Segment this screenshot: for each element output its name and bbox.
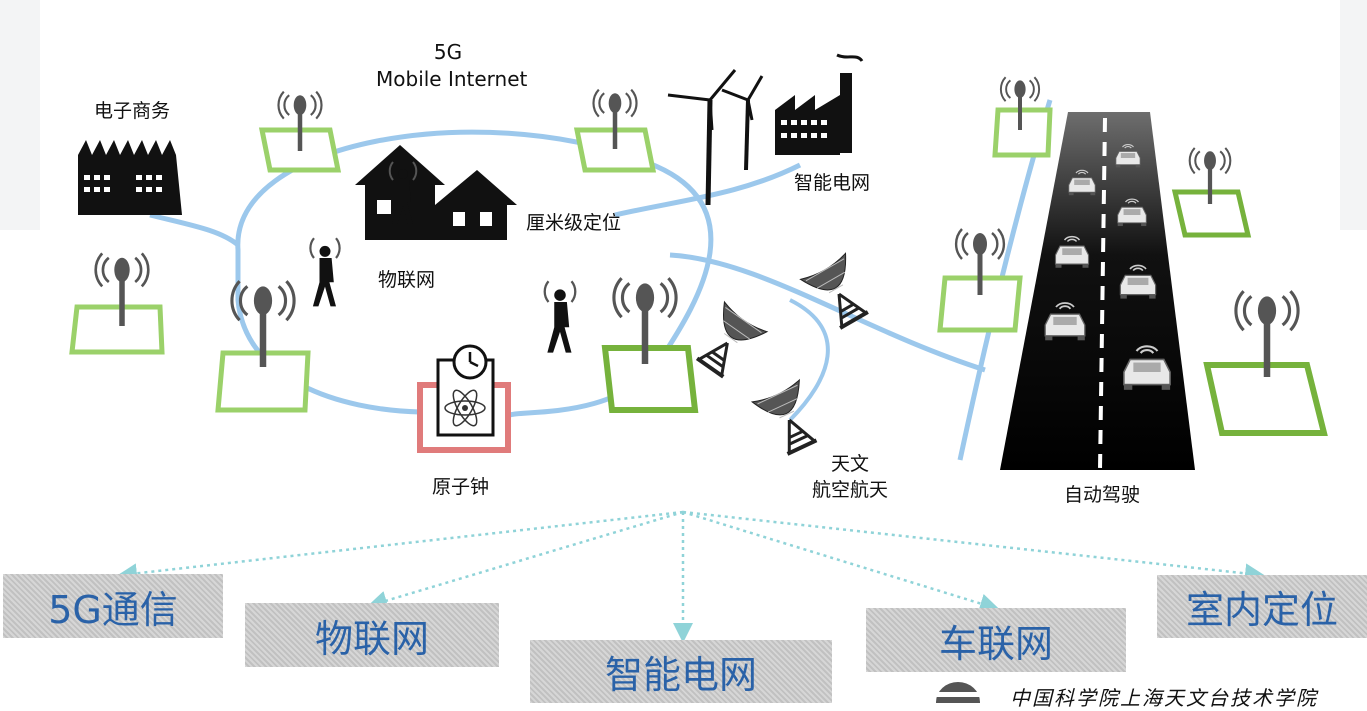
network-loop: [235, 129, 714, 418]
institution-logo: [936, 682, 980, 703]
tag-iot[interactable]: 物联网: [245, 603, 499, 667]
antenna-station-7: [1171, 146, 1252, 238]
network-link-dishes: [788, 298, 830, 422]
antenna-station-8: [937, 227, 1023, 333]
tag-vehicle-network[interactable]: 车联网: [866, 608, 1126, 672]
wind-turbine-icon: [667, 69, 764, 206]
antenna-station-9: [1203, 289, 1328, 436]
tag-5g-communication[interactable]: 5G通信: [3, 574, 223, 638]
label-mobile-internet: Mobile Internet: [376, 67, 528, 91]
label-atomic-clock: 原子钟: [432, 476, 490, 498]
tag-smart-grid[interactable]: 智能电网: [530, 640, 832, 703]
network-link-ecommerce: [149, 212, 240, 247]
label-cm-positioning: 厘米级定位: [526, 212, 622, 234]
label-aerospace: 航空航天: [811, 479, 888, 501]
factory-icon: [78, 140, 182, 215]
distribution-arrows: [117, 510, 1265, 643]
label-iot: 物联网: [378, 269, 436, 291]
power-plant-icon: [775, 53, 864, 155]
footer-institution-text: 中国科学院上海天文台技术学院: [1010, 686, 1318, 710]
antenna-station-5: [601, 276, 699, 413]
antenna-station-6: [992, 76, 1053, 158]
antenna-station-2: [573, 88, 657, 173]
highway-road: [1000, 112, 1195, 471]
label-ecommerce: 电子商务: [94, 100, 171, 122]
label-5g: 5G: [433, 40, 463, 64]
label-astronomy: 天文: [830, 453, 869, 475]
label-autonomous-driving: 自动驾驶: [1064, 484, 1141, 506]
antenna-station-1: [258, 90, 342, 173]
tag-indoor-positioning[interactable]: 室内定位: [1157, 575, 1367, 638]
label-smart-grid: 智能电网: [794, 172, 871, 194]
network-link-highway: [669, 252, 986, 373]
antenna-station-4: [215, 279, 311, 413]
antenna-station-3: [69, 252, 165, 355]
atomic-clock-icon: [417, 344, 511, 453]
